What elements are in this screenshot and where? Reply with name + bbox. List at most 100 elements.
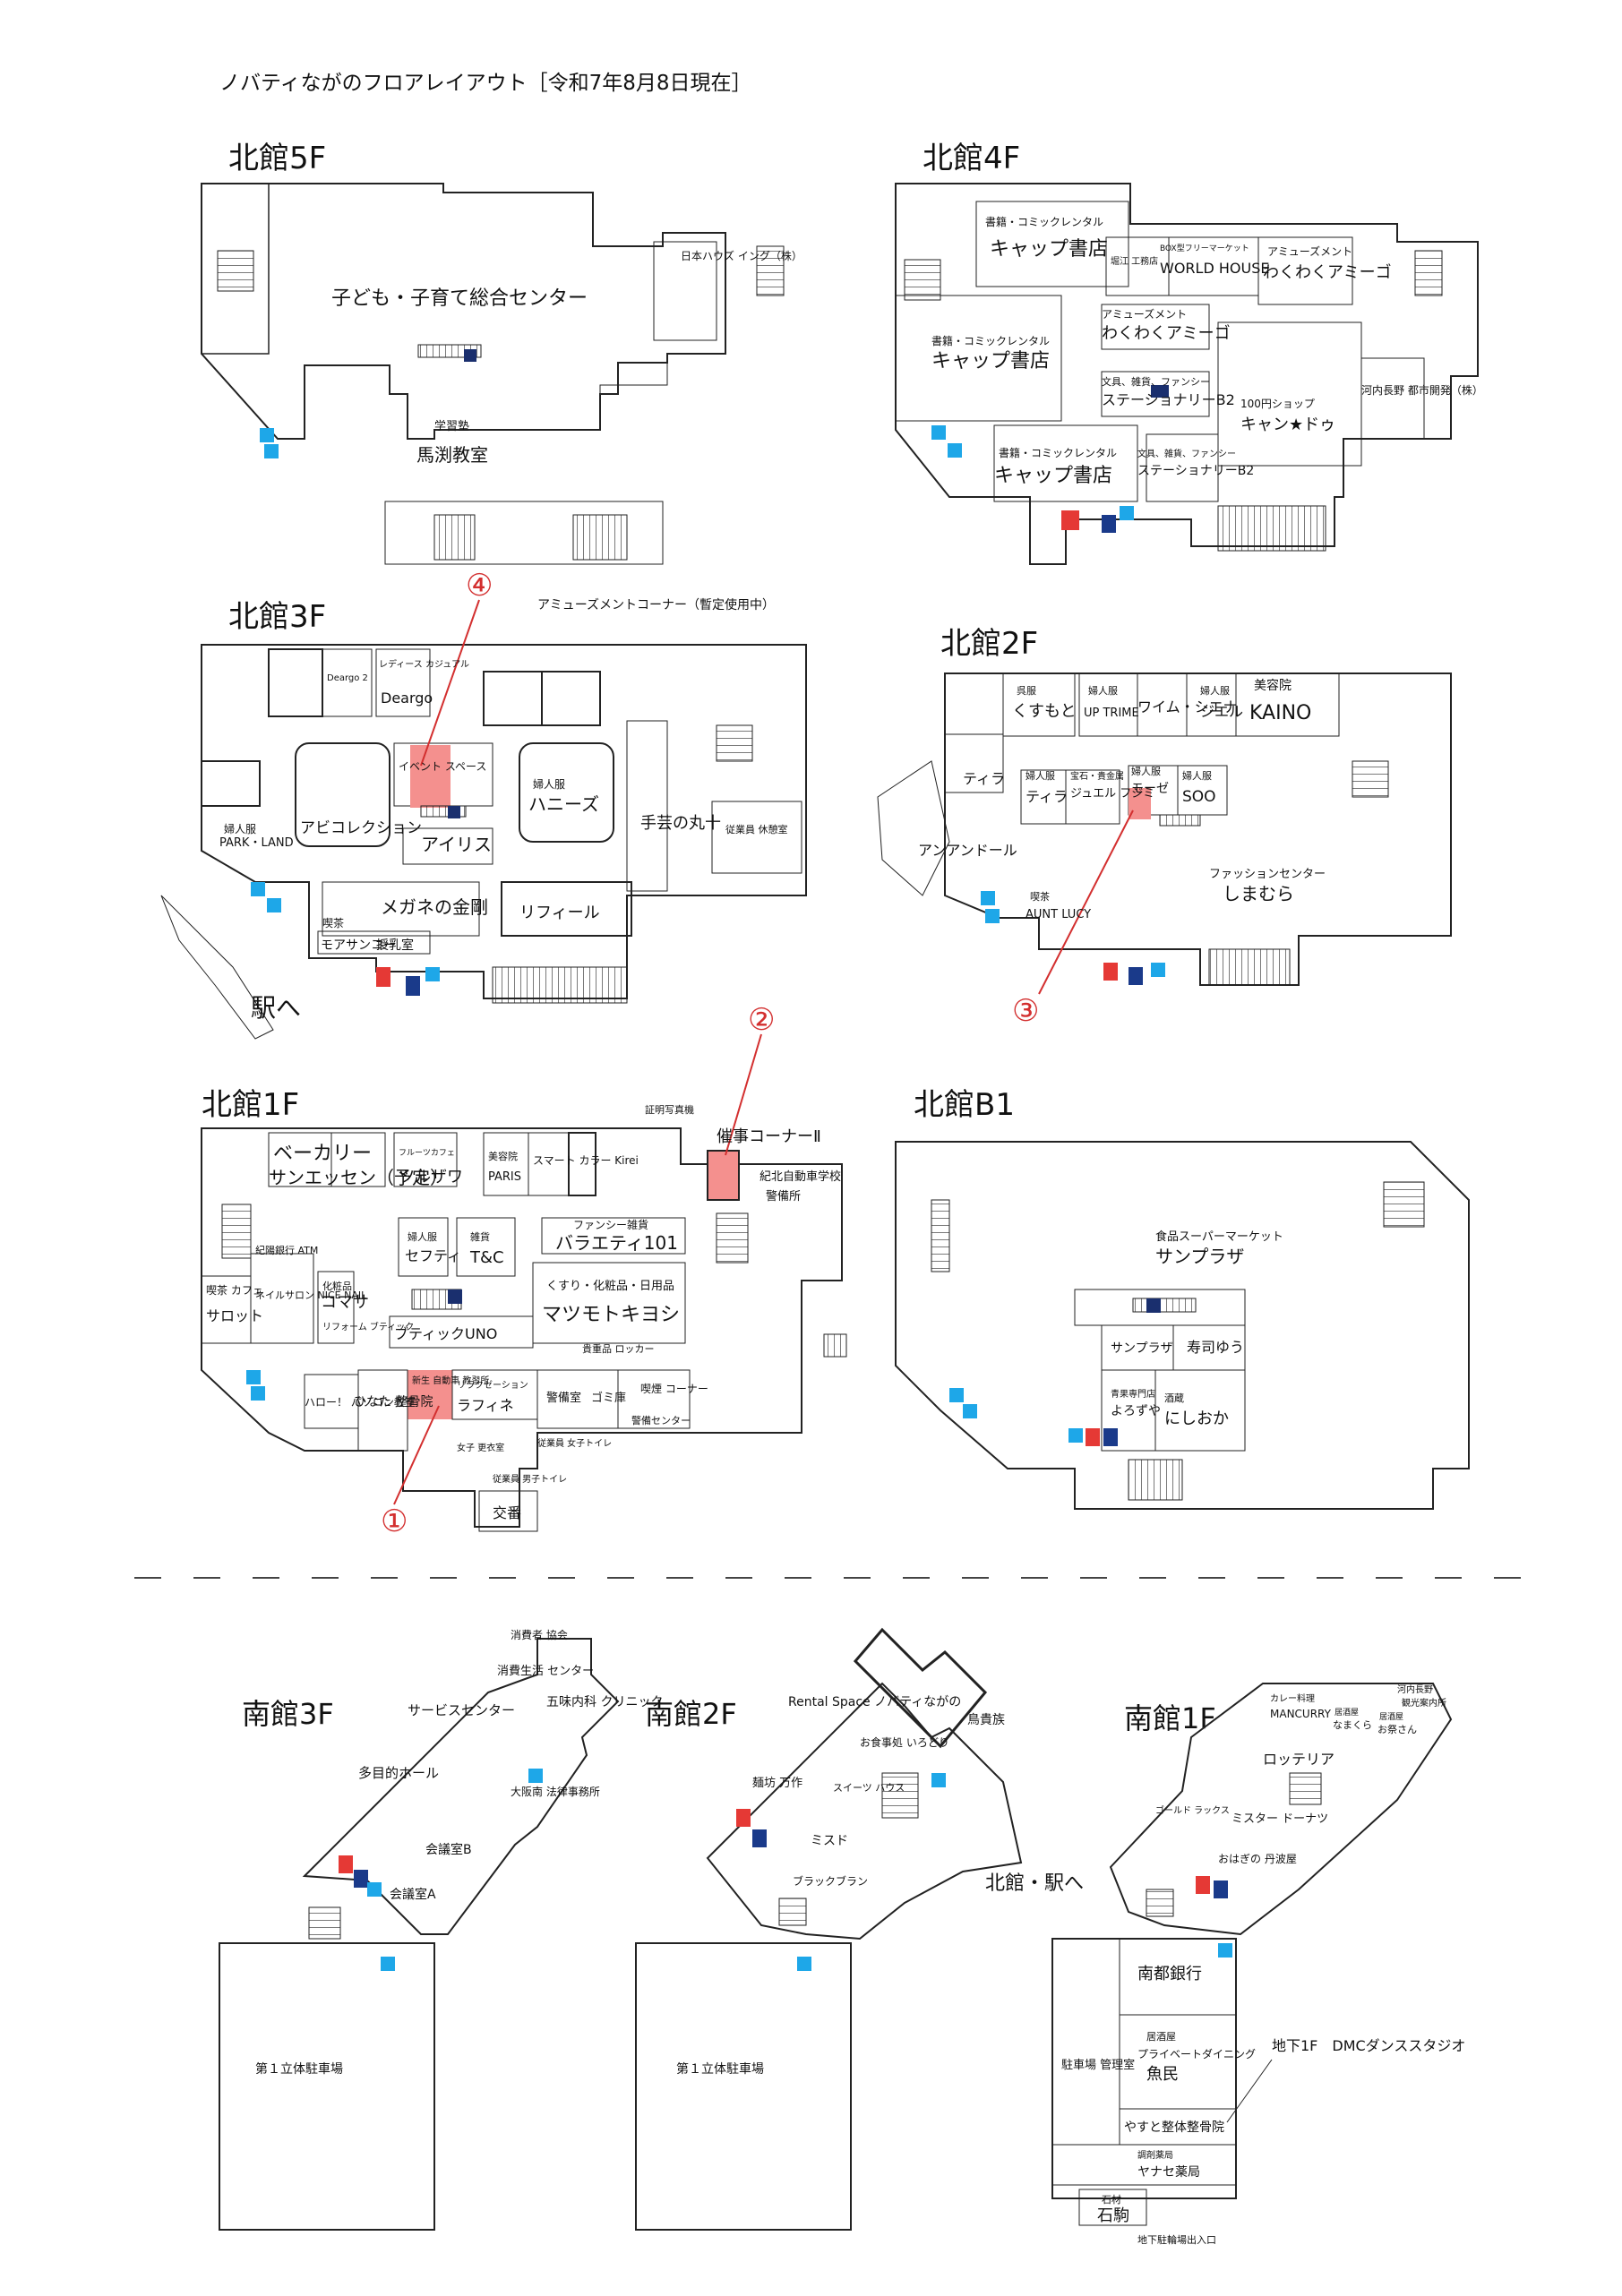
floor-north-3f: 北館3F ④ アミューズメントコーナー（暫定使用中） Deargo 2 レディー… (160, 568, 807, 1040)
label-setei-sub: 婦人服 (408, 1230, 437, 1243)
label-tamokuteki: 多目的ホール (358, 1765, 439, 1781)
label-josei: 女子 更衣室 (457, 1442, 504, 1453)
label-shohi-center: 消費生活 センター (497, 1665, 594, 1678)
label-park: PARK・LAND (219, 836, 294, 850)
label-gomi: ゴミ庫 (591, 1391, 626, 1405)
label-jowel: ジエル (1200, 703, 1243, 720)
label-shop100-sub: 100円ショップ (1240, 398, 1315, 410)
label-mose-sub: 婦人服 (1131, 765, 1161, 777)
label-stone: 石駒 (1097, 2206, 1129, 2225)
label-book1-sub: 書籍・コミックレンタル (985, 215, 1103, 228)
label-paris: PARIS (488, 1170, 521, 1184)
label-izakaya3-sub: 居酒屋 (1146, 2031, 1176, 2043)
label-tc: T&C (469, 1248, 504, 1267)
label-sushi: 寿司ゆう (1187, 1339, 1244, 1356)
label-eki: 駅へ (251, 993, 301, 1023)
floor-title: 北館5F (228, 141, 326, 176)
label-book2: キャップ書店 (931, 350, 1050, 373)
floor-south-2f: 南館2F Rental Space ノバティながの 鳥貴族 麺坊 万作 お食事処… (635, 1627, 1023, 2231)
label-menbo: 麺坊 万作 (752, 1777, 802, 1790)
label-gotan: 五味内科 クリニック (546, 1695, 663, 1709)
label-hello: ハロー！ パソコン教室 (305, 1395, 416, 1409)
label-andool: アンアンドール (918, 842, 1017, 859)
label-keibi: 警備所 (766, 1189, 801, 1204)
marker-3: ③ (1012, 993, 1039, 1029)
floor-north-4f: 北館4F 書籍・コミックレンタル キャップ書店 書籍・コミックレンタル キャップ… (895, 141, 1483, 565)
label-mabuchi: 馬渕教室 (416, 444, 488, 466)
label-danshi: 従業員 男子トイレ (493, 1473, 567, 1485)
label-kaigib: 会議室B (425, 1842, 472, 1857)
label-shinsei: 新生 自動車 教習所 (412, 1375, 489, 1386)
label-fancy-sub: ファンシー雑貨 (573, 1218, 648, 1231)
label-kaigia: 会議室A (390, 1887, 436, 1902)
label-kissa-sub: 喫茶 (322, 916, 344, 930)
label-book2-sub: 書籍・コミックレンタル (931, 334, 1050, 347)
label-amuse2: わくわくアミーゴ (1102, 324, 1231, 343)
label-kaino: KAINO (1249, 702, 1311, 724)
floor-title: 南館2F (645, 1697, 737, 1731)
label-kaino-sub: 美容院 (1254, 678, 1292, 693)
label-kusumoto-sub: 呉服 (1017, 685, 1036, 697)
label-honeys: ハニーズ (528, 793, 599, 815)
label-kids-center: 子ども・子育て総合センター (331, 287, 588, 310)
label-deargo: Deargo (381, 690, 433, 707)
label-okujidokoro: お食事処 いろどり (860, 1735, 949, 1749)
label-shugei: 手芸の丸十 (640, 814, 721, 833)
label-box-sub: BOX型フリーマーケット (1160, 244, 1249, 253)
label-keibi2: 警備室 (546, 1391, 581, 1405)
label-relax-sub: リラクゼーション (457, 1380, 528, 1391)
label-book3-sub: 書籍・コミックレンタル (999, 446, 1117, 459)
label-amuse1-sub: アミューズメント (1267, 244, 1352, 258)
label-junyu: 授乳室 (376, 938, 414, 953)
label-tiara1: ティラ (963, 770, 1005, 787)
label-bakery: ベーカリー (273, 1143, 372, 1165)
label-fruit-sub: フルーツカフェ (399, 1148, 455, 1158)
label-super: サンプラザ (1155, 1246, 1244, 1267)
label-amuse-corner: アミューズメントコーナー（暫定使用中） (537, 597, 775, 613)
label-underground: 地下駐輪場出入口 (1137, 2233, 1216, 2246)
label-event: イベント スペース (399, 760, 486, 773)
floor-title: 北館B1 (914, 1087, 1015, 1123)
label-osaka-law: 大阪南 法律事務所 (511, 1785, 600, 1798)
label-kissa-sub: 喫茶 カフェ (206, 1283, 263, 1297)
label-kawachi-sub: 河内長野 (1397, 1683, 1433, 1695)
floor-south-3f: 南館3F 消費者 協会 消費生活 センター 五味内科 クリニック サービスセンタ… (219, 1628, 663, 2231)
label-dmc: 地下1F DMCダンススタジオ (1272, 2037, 1465, 2054)
label-tiara2: ティラ (1026, 788, 1068, 805)
label-koban: 交番 (493, 1504, 521, 1521)
label-locker-sub: 貴重品 ロッカー (582, 1342, 655, 1355)
label-kyuyu: 従業員 女子トイレ (537, 1437, 612, 1449)
label-abi: アビコレクション (300, 819, 422, 837)
label-book3: キャップ書店 (994, 465, 1112, 487)
label-misdo: ミスド (811, 1834, 848, 1848)
label-mose: モーゼ (1131, 782, 1169, 796)
label-sta1-sub: 文具、雑貨、ファンシー (1102, 375, 1210, 388)
label-izakaya2-sub: 居酒屋 (1379, 1712, 1403, 1722)
label-drug-sub: くすり・化粧品・日用品 (546, 1280, 674, 1293)
label-kihoku: 紀北自動車学校 (760, 1169, 841, 1184)
floor-north-2f: 北館2F ③ 呉服 くすもと 婦人服 UP TRIME ワイム・シエナ 婦人服 … (877, 626, 1452, 1029)
label-super-sub: 食品スーパーマーケット (1155, 1229, 1283, 1244)
label-shomei: 証明写真機 (645, 1103, 694, 1116)
label-smoking: 喫煙 コーナー (640, 1383, 708, 1395)
label-saiji: 催事コーナーⅡ (717, 1127, 821, 1146)
label-amuse1: わくわくアミーゴ (1263, 263, 1392, 282)
label-service: サービスセンター (408, 1702, 515, 1718)
label-refeel: リフィール (519, 904, 600, 922)
label-black: ブラックブラン (793, 1874, 868, 1888)
label-relax: ラフィネ (457, 1397, 514, 1414)
floor-south-1f: 南館1F カレー料理 MANCURRY 居酒屋 なまくら 居酒屋 お祭さん 河内… (985, 1683, 1465, 2246)
label-sake-sub: 酒蔵 (1164, 1392, 1184, 1404)
floor-title: 北館3F (228, 599, 326, 635)
label-kawachi: 観光案内所 (1402, 1697, 1446, 1709)
label-torikizoku: 鳥貴族 (967, 1713, 1005, 1727)
label-sake: にしおか (1164, 1409, 1229, 1428)
label-tc-sub: 雑貨 (470, 1230, 490, 1243)
label-paris-sub: 美容院 (488, 1150, 518, 1162)
label-fruit: ツルザワ (399, 1168, 463, 1187)
label-yanase: ヤナセ薬局 (1137, 2165, 1200, 2180)
label-jewel-sub: 宝石・貴金属 (1070, 770, 1124, 782)
label-yorozuya: よろずや (1111, 1404, 1161, 1418)
label-komasa: コマサ (321, 1293, 369, 1312)
